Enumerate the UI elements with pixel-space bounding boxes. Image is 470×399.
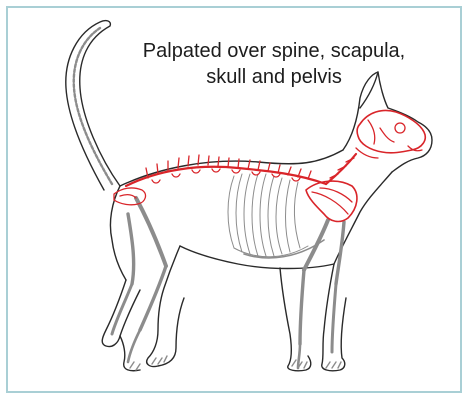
caption-line-1: Palpated over spine, scapula, <box>104 38 444 64</box>
figure-frame: Palpated over spine, scapula, skull and … <box>6 6 462 393</box>
femur <box>136 198 166 266</box>
front-leg-rear-outline <box>280 268 311 371</box>
rib-cage <box>228 174 308 257</box>
skull-highlight <box>356 111 425 159</box>
tibia <box>140 266 166 330</box>
palpation-highlights <box>114 111 425 222</box>
humerus <box>304 220 328 270</box>
radius <box>300 270 304 344</box>
hind-femur-2 <box>128 214 134 284</box>
humerus-2 <box>336 222 344 284</box>
rump-outline <box>110 186 126 280</box>
hind-metatarsal <box>128 330 140 362</box>
caption: Palpated over spine, scapula, skull and … <box>104 38 444 90</box>
caption-line-2: skull and pelvis <box>104 64 444 90</box>
pelvis-highlight <box>114 188 145 205</box>
chest-outline <box>334 172 392 264</box>
scapula-highlight <box>306 181 357 221</box>
radius-2 <box>332 284 336 352</box>
